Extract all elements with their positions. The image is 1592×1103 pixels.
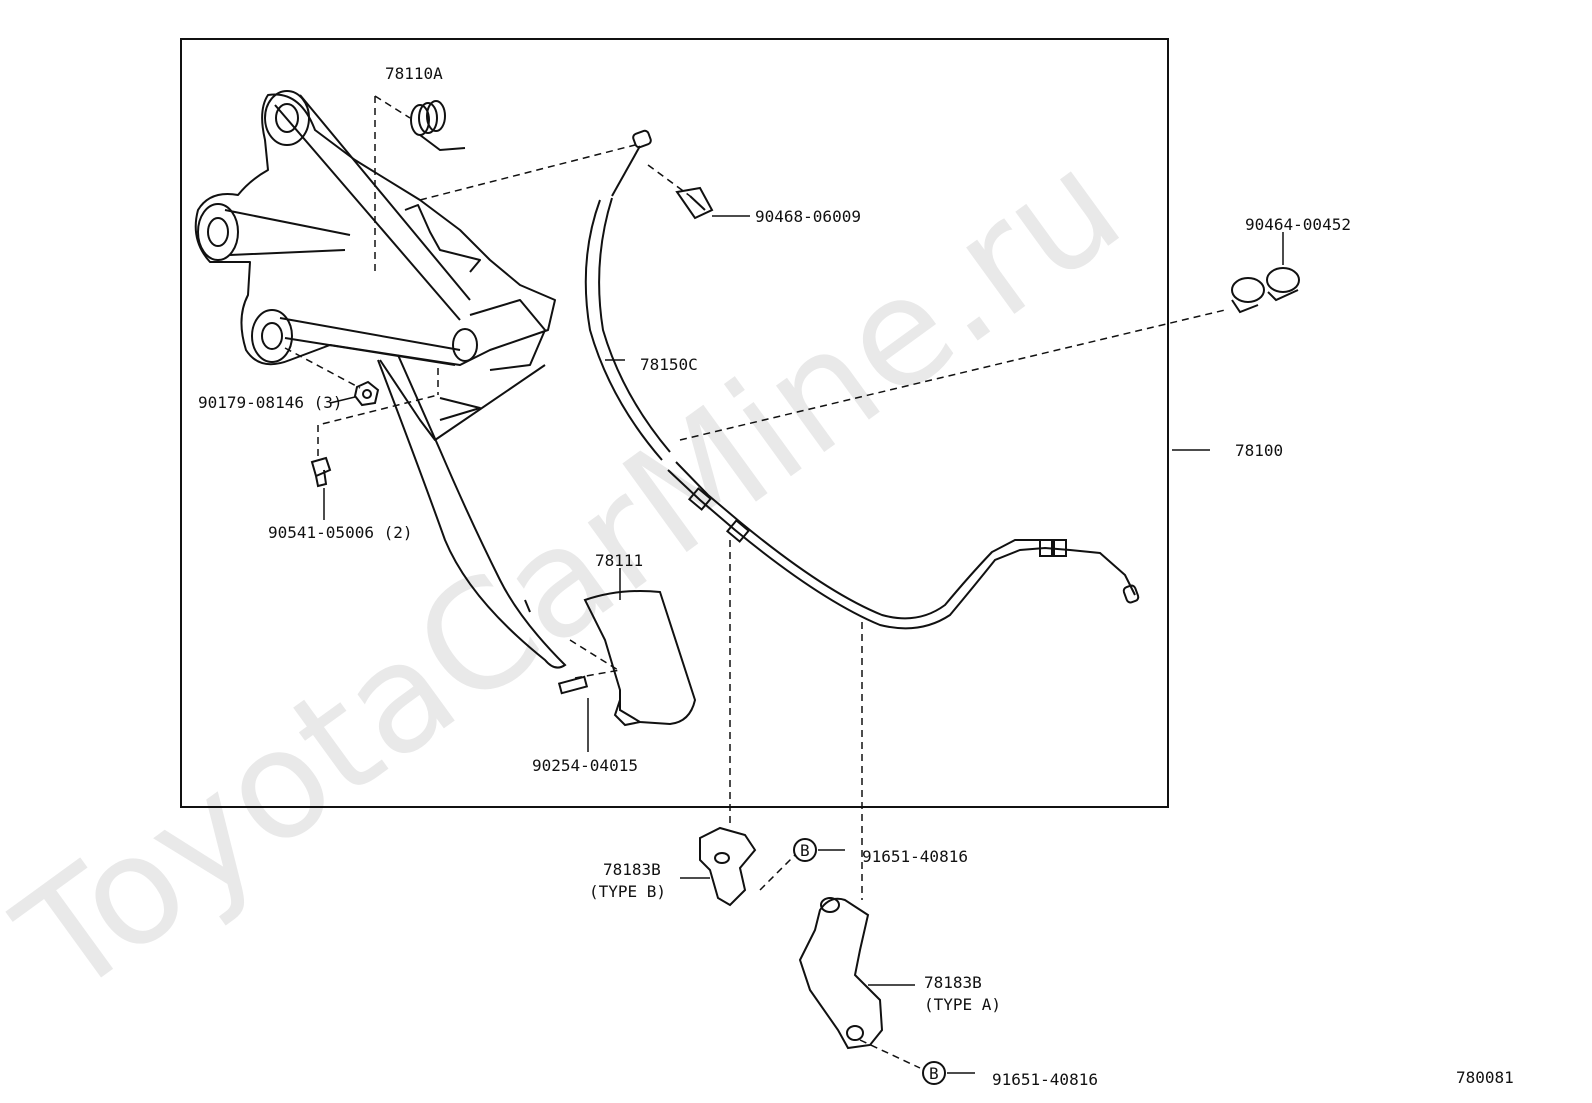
bolt-marker-top-label: B: [800, 841, 810, 860]
pedal-pad: [583, 590, 697, 727]
bracket-hole-left: [207, 217, 229, 247]
dashed-callouts: [284, 95, 1226, 1069]
dash-stud: [317, 394, 439, 456]
cable-lower: [667, 469, 1136, 630]
leader-lines: [323, 215, 1284, 1074]
assembly-frame: [180, 38, 1169, 808]
type-a-body: [798, 897, 884, 1050]
type-b-body: [699, 826, 757, 907]
pivot-boss: [452, 328, 478, 362]
bracket-arm-upper: [274, 94, 471, 321]
bracket-type-a: [798, 897, 884, 1050]
dash-pin: [569, 639, 621, 679]
label-90179-08146: 90179-08146 (3): [198, 393, 343, 412]
cable-nut-1: [687, 487, 713, 511]
clamp-tabs: [1231, 289, 1299, 314]
clip-slot: [689, 195, 706, 211]
label-78100: 78100: [1235, 441, 1283, 460]
bracket-boss-top: [264, 90, 310, 146]
dash-cap-tab: [419, 144, 636, 201]
lever-slot: [524, 599, 531, 613]
cable-upper-a: [584, 199, 663, 461]
cable-lower-b: [675, 461, 1050, 620]
label-78110A: 78110A: [385, 64, 443, 83]
label-90464-00452: 90464-00452: [1245, 215, 1351, 234]
label-91651-40816-top: 91651-40816: [862, 847, 968, 866]
leader-90179: [329, 396, 356, 404]
bolt-markers: [793, 838, 946, 1085]
type-a-hole-top: [820, 897, 840, 913]
part-labels: 78110A 90468-06009 90464-00452 78150C 78…: [198, 64, 1514, 1089]
spring-tail: [419, 134, 466, 152]
pad-face: [583, 590, 697, 726]
bracket-hole-top: [275, 103, 299, 133]
bracket-crossbar: [224, 209, 351, 256]
pin-90254: [557, 675, 589, 695]
stopper-plate: [379, 359, 546, 441]
dash-bolt-top: [759, 854, 796, 891]
label-78150C: 78150C: [640, 355, 698, 374]
bracket-body: [194, 93, 556, 366]
bracket-arm-lower: [279, 317, 461, 366]
cable-upper-b: [598, 197, 671, 453]
pin-body: [557, 675, 589, 695]
bracket-hole-lower: [261, 322, 283, 350]
label-78183B-type-b: 78183B: [603, 860, 661, 879]
label-90468-06009: 90468-06009: [755, 207, 861, 226]
cable-end-nut-2: [1053, 539, 1067, 557]
bolt-marker-bottom: [922, 1061, 946, 1085]
label-90254-04015: 90254-04015: [532, 756, 638, 775]
stud-90541: [310, 456, 332, 488]
pedal-hub: [469, 299, 546, 371]
clamp-90464: [1231, 267, 1300, 314]
cable-tab: [404, 204, 481, 273]
bolt-marker-top: [793, 838, 817, 862]
dash-nut: [284, 347, 439, 395]
dash-clamp: [679, 309, 1226, 441]
cable-inner-wire: [611, 145, 641, 197]
accelerator-cable: [584, 197, 1140, 630]
bolt-marker-bottom-label: B: [929, 1064, 939, 1083]
watermark-text: ToyotaCarMine.ru: [0, 118, 1151, 1030]
lever-arm: [377, 354, 567, 669]
label-78111: 78111: [595, 551, 643, 570]
fasteners: [310, 380, 380, 488]
type-b-hole: [714, 852, 730, 864]
label-type-b: (TYPE B): [589, 882, 666, 901]
type-a-hole-bottom: [846, 1025, 864, 1041]
cable-end-nut-1: [1039, 539, 1053, 557]
figure-code: 780081: [1456, 1068, 1514, 1087]
bracket-type-b: [699, 826, 757, 907]
pedal-bracket: [194, 90, 556, 441]
label-78183B-type-a: 78183B: [924, 973, 982, 992]
cable-end-fitting: [1122, 584, 1140, 604]
dash-spring: [374, 95, 411, 275]
label-91651-40816-bottom: 91651-40816: [992, 1070, 1098, 1089]
label-type-a: (TYPE A): [924, 995, 1001, 1014]
bracket-boss-left: [197, 203, 239, 261]
bracket-boss-lower: [251, 309, 293, 363]
cable-end-cap: [611, 129, 652, 197]
nut-90179: [353, 380, 380, 407]
nut-90179-hole: [362, 389, 372, 399]
clip-90468: [675, 186, 714, 220]
cable-nut-2: [725, 519, 751, 543]
pad-edge: [613, 699, 641, 727]
stopper-lip: [439, 397, 481, 421]
label-90541-05006: 90541-05006 (2): [268, 523, 413, 542]
dash-cap-clip: [647, 164, 691, 197]
clip-body: [675, 186, 714, 220]
watermark: ToyotaCarMine.ru: [0, 118, 1151, 1030]
spring-78110A: [410, 100, 466, 152]
pedal-lever: [377, 354, 567, 669]
